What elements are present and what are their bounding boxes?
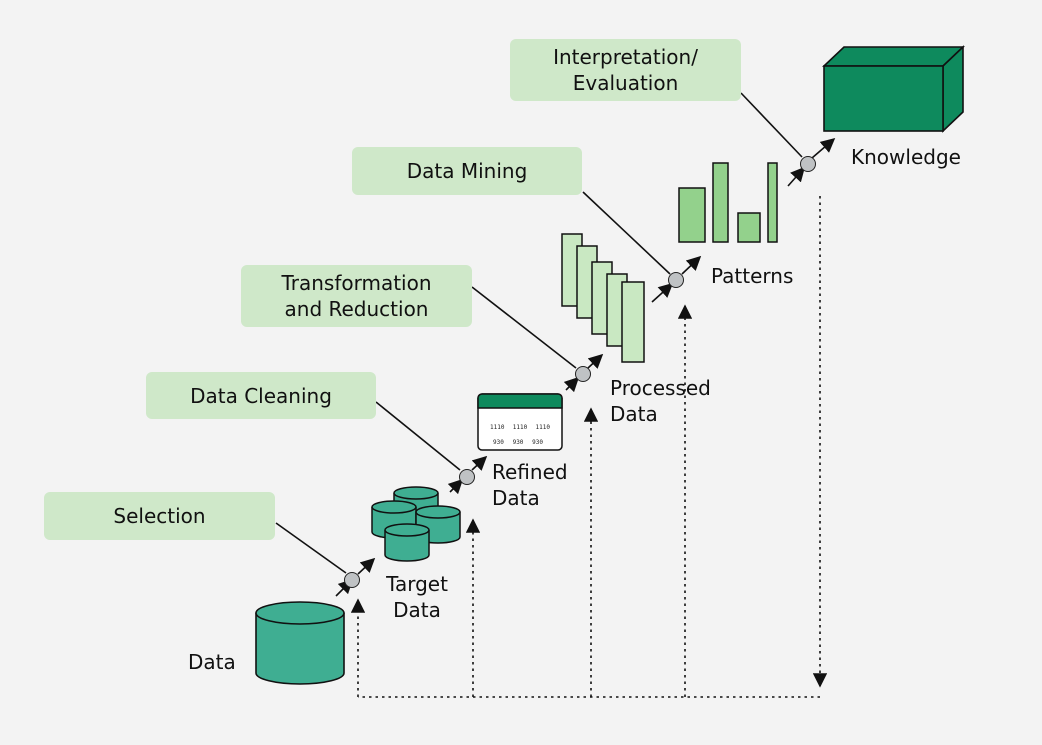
step-selection: Selection (44, 492, 275, 540)
table-cell: 1110 (490, 424, 505, 431)
mining-connector (582, 191, 671, 275)
node-transformation (575, 366, 591, 382)
node-mining (668, 272, 684, 288)
target-data-cylinders-icon (371, 486, 461, 562)
arrow-in-interpretation (787, 166, 806, 187)
label-patterns: Patterns (711, 264, 794, 288)
arrow-out-mining (681, 255, 702, 275)
table-row-1: 1110 1110 1110 (490, 424, 550, 431)
step-data-cleaning: Data Cleaning (146, 372, 376, 419)
patterns-bars-icon (678, 162, 778, 243)
step-transformation-reduction: Transformation and Reduction (241, 265, 472, 327)
transformation-connector (471, 286, 577, 369)
data-cylinder-icon (255, 601, 345, 685)
table-row-2: 930 930 930 (493, 439, 543, 446)
cleaning-connector (375, 401, 461, 471)
arrow-out-cleaning (471, 455, 488, 471)
label-refined-data: Refined Data (492, 460, 568, 510)
label-data: Data (188, 650, 236, 674)
step-connectors (275, 92, 803, 574)
arrow-in-mining (651, 282, 674, 303)
node-interpretation (800, 156, 816, 172)
table-cell: 1110 (512, 424, 528, 431)
knowledge-box-icon (821, 45, 966, 133)
processed-data-pages-icon (561, 233, 645, 363)
table-cell: 930 (532, 439, 543, 446)
table-cell: 930 (512, 439, 524, 446)
interpretation-connector (740, 92, 803, 158)
arrow-out-selection (357, 557, 376, 575)
arrow-in-transformation (563, 376, 580, 393)
label-target-data: Target Data (386, 572, 448, 622)
node-selection (344, 572, 360, 588)
step-data-mining: Data Mining (352, 147, 582, 195)
table-cell: 930 (493, 439, 504, 446)
refined-data-table-icon (477, 393, 563, 451)
feedback-loops (350, 196, 828, 698)
label-knowledge: Knowledge (851, 145, 961, 169)
table-cell: 1110 (535, 424, 550, 431)
forward-arrows (335, 137, 836, 597)
arrow-out-interpretation (811, 137, 836, 159)
node-cleaning (459, 469, 475, 485)
selection-connector (275, 522, 347, 574)
arrow-out-transformation (587, 353, 604, 369)
label-processed-data: Processed Data (610, 376, 711, 426)
step-interpretation-evaluation: Interpretation/ Evaluation (510, 39, 741, 101)
